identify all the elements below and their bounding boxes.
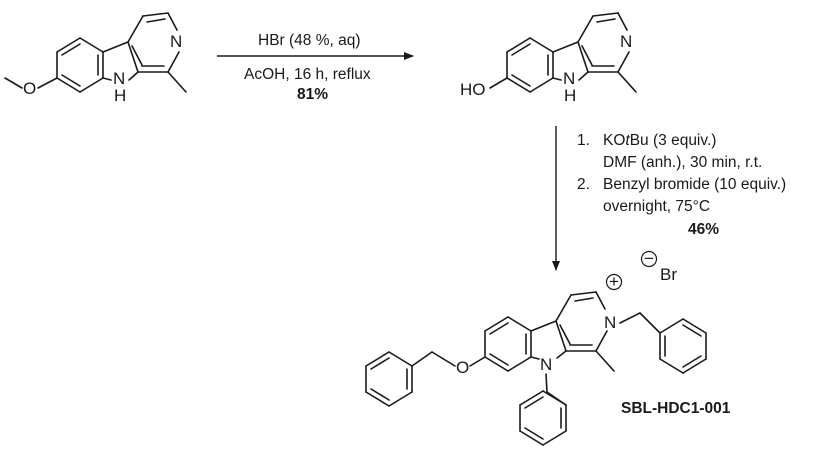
p1-indole-n: N xyxy=(563,69,575,88)
p1-hydroxy: HO xyxy=(460,80,486,99)
intermediate-product: N N H HO xyxy=(460,12,637,105)
n9-benzyl-phenyl-ring xyxy=(519,390,567,446)
p2-pyridinium-n: N xyxy=(604,313,616,332)
positive-charge-sign: + xyxy=(609,272,619,291)
p1-indole-h: H xyxy=(564,86,576,105)
step2-line2: DMF (anh.), 30 min, r.t. xyxy=(603,154,762,171)
starting-material: N N H O xyxy=(4,12,187,105)
negative-charge-circle xyxy=(640,250,658,268)
step2-line4: overnight, 75°C xyxy=(603,198,710,215)
negative-charge: − xyxy=(640,249,658,268)
p1-bonds xyxy=(489,12,637,93)
step2-line1: KOtBu (3 equiv.) xyxy=(603,132,716,149)
sm-indole-n: N xyxy=(113,69,125,88)
p2-indole-n: N xyxy=(540,355,552,374)
step2-num-2: 2. xyxy=(577,176,590,193)
step1-yield: 81% xyxy=(297,86,328,103)
sm-bonds xyxy=(4,12,187,93)
p2-ether-o: O xyxy=(456,358,469,377)
sm-indole-h: H xyxy=(114,86,126,105)
positive-charge: + xyxy=(605,272,623,291)
step1-reagent: HBr (48 %, aq) xyxy=(258,32,361,49)
o-benzyl-phenyl-ring xyxy=(365,351,413,407)
negative-charge-sign: − xyxy=(644,249,654,268)
p2-core-bonds xyxy=(411,291,661,406)
n2-benzyl-phenyl-ring xyxy=(659,318,707,374)
final-product: N N O + − Br SBL-HDC1-001 xyxy=(365,249,731,446)
step1: HBr (48 %, aq) AcOH, 16 h, reflux 81% xyxy=(217,32,414,103)
sm-pyridine-n: N xyxy=(170,32,182,51)
bromide-counterion: Br xyxy=(660,265,677,284)
step2-yield: 46% xyxy=(688,221,719,238)
sm-methoxy-o: O xyxy=(23,79,36,98)
positive-charge-circle xyxy=(605,273,623,291)
step2-num-1: 1. xyxy=(577,132,590,149)
step2: 1. KOtBu (3 equiv.) DMF (anh.), 30 min, … xyxy=(552,126,786,271)
step2-line3: Benzyl bromide (10 equiv.) xyxy=(603,176,786,193)
step1-conditions: AcOH, 16 h, reflux xyxy=(244,66,371,83)
p1-pyridine-n: N xyxy=(620,32,632,51)
compound-label: SBL-HDC1-001 xyxy=(621,400,731,417)
